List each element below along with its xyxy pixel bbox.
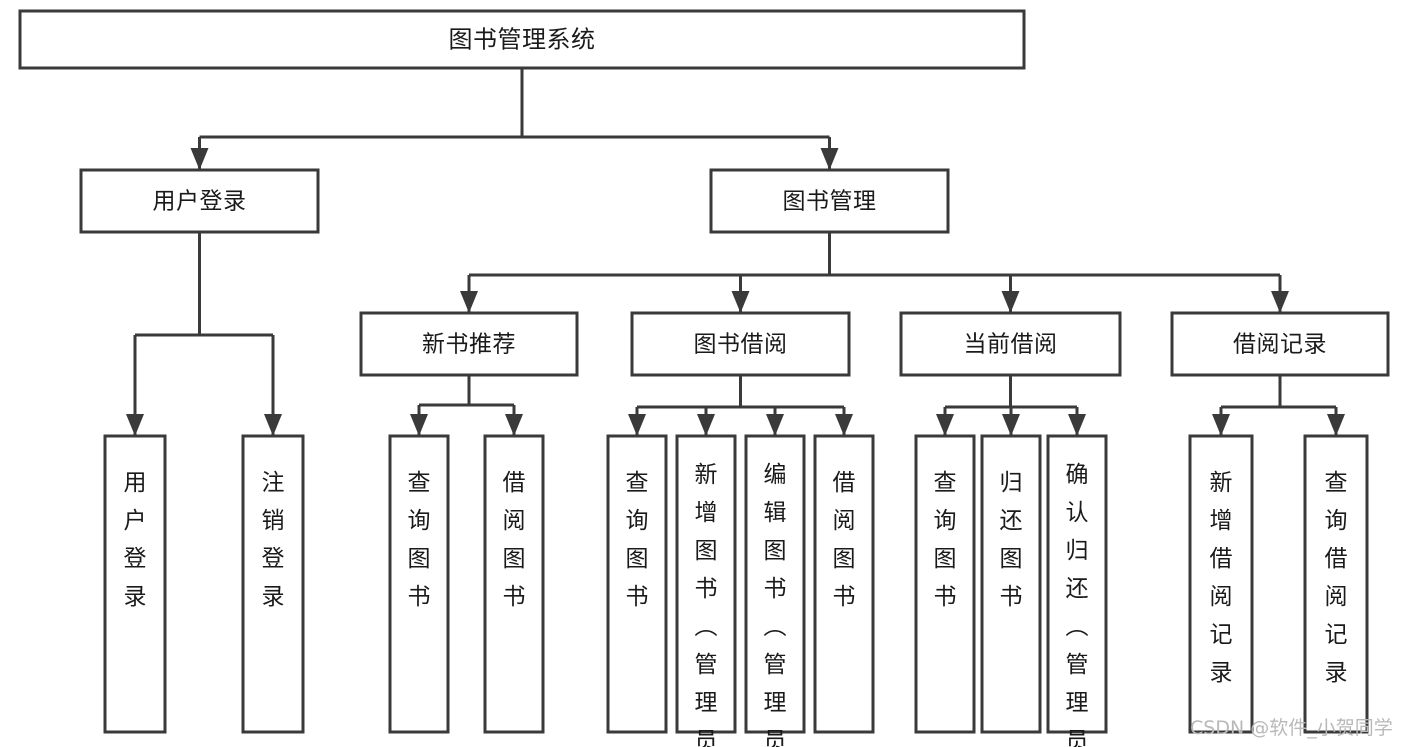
arrow-head-icon — [731, 291, 750, 313]
arrow-head-icon — [410, 414, 428, 436]
node-box-current-return-book[interactable] — [980, 434, 1042, 734]
node-label-new-book-recommend: 新书推荐 — [422, 332, 516, 358]
node-box-current-borrow[interactable] — [899, 311, 1122, 377]
node-label-book-manage: 图书管理 — [783, 189, 877, 215]
arrow-head-icon — [1001, 291, 1020, 313]
node-box-borrow-query-book[interactable] — [606, 434, 668, 734]
arrow-head-icon — [628, 414, 646, 436]
arrow-head-icon — [936, 414, 954, 436]
node-label-user-logout: 注销登录 — [262, 470, 285, 610]
node-box-recommend-borrow-book[interactable] — [483, 434, 545, 734]
node-label-borrow-add-book: 新增图书︵管理员︶ — [695, 462, 718, 747]
edge-current-to-children — [936, 375, 1086, 436]
node-label-borrow-borrow-book: 借阅图书 — [833, 470, 856, 610]
node-current-borrow[interactable]: 当前借阅 — [899, 311, 1122, 377]
node-book-borrow[interactable]: 图书借阅 — [630, 311, 851, 377]
edge-borrow-to-children — [628, 375, 853, 436]
node-recommend-query-book[interactable]: 查询图书 — [388, 434, 450, 734]
node-box-current-confirm-return[interactable] — [1046, 434, 1108, 734]
node-user-logout[interactable]: 注销登录 — [241, 434, 305, 734]
node-box-borrow-add-book[interactable] — [675, 434, 737, 734]
node-box-user-logout[interactable] — [241, 434, 305, 734]
node-user-login[interactable]: 用户登录 — [79, 168, 320, 234]
node-borrow-record[interactable]: 借阅记录 — [1170, 311, 1390, 377]
node-box-user-login[interactable] — [79, 168, 320, 234]
node-root[interactable]: 图书管理系统 — [18, 9, 1026, 70]
arrow-head-icon — [1327, 414, 1345, 436]
edge-record-to-children — [1212, 375, 1345, 436]
node-current-confirm-return[interactable]: 确认归还︵管理员︶ — [1046, 434, 1108, 747]
node-box-current-query-book[interactable] — [914, 434, 976, 734]
node-label-current-query-book: 查询图书 — [934, 470, 957, 610]
edge-book-manage-to-groups — [460, 232, 1289, 313]
connector-layer — [126, 68, 1345, 436]
arrow-head-icon — [1212, 414, 1230, 436]
arrow-head-icon — [190, 148, 209, 170]
node-record-query[interactable]: 查询借阅记录 — [1303, 434, 1369, 734]
node-box-recommend-query-book[interactable] — [388, 434, 450, 734]
node-layer: 图书管理系统用户登录用户登录注销登录图书管理新书推荐查询图书借阅图书图书借阅查询… — [18, 9, 1390, 747]
node-box-root[interactable] — [18, 9, 1026, 70]
node-label-current-confirm-return: 确认归还︵管理员︶ — [1066, 462, 1089, 747]
node-record-add[interactable]: 新增借阅记录 — [1188, 434, 1254, 734]
node-borrow-query-book[interactable]: 查询图书 — [606, 434, 668, 734]
arrow-head-icon — [460, 291, 478, 313]
node-box-book-manage[interactable] — [709, 168, 950, 234]
edge-user-login-to-children — [126, 232, 282, 436]
node-label-recommend-query-book: 查询图书 — [408, 470, 431, 610]
arrow-head-icon — [1002, 414, 1020, 436]
edge-recommend-to-children — [410, 375, 523, 436]
edge-root-to-level1 — [190, 68, 839, 170]
arrow-head-icon — [264, 414, 282, 436]
node-label-record-add: 新增借阅记录 — [1210, 470, 1233, 686]
node-box-borrow-record[interactable] — [1170, 311, 1390, 377]
node-box-record-add[interactable] — [1188, 434, 1254, 734]
node-label-book-borrow: 图书借阅 — [694, 332, 788, 358]
node-label-root: 图书管理系统 — [449, 26, 596, 54]
arrow-head-icon — [1068, 414, 1086, 436]
node-box-record-query[interactable] — [1303, 434, 1369, 734]
node-borrow-add-book[interactable]: 新增图书︵管理员︶ — [675, 434, 737, 747]
node-label-user-login: 用户登录 — [153, 189, 247, 215]
node-label-recommend-borrow-book: 借阅图书 — [503, 470, 526, 610]
node-box-borrow-borrow-book[interactable] — [813, 434, 875, 734]
node-label-record-query: 查询借阅记录 — [1325, 470, 1348, 686]
arrow-head-icon — [766, 414, 784, 436]
node-box-book-borrow[interactable] — [630, 311, 851, 377]
node-book-manage[interactable]: 图书管理 — [709, 168, 950, 234]
node-label-user-login-do: 用户登录 — [124, 470, 147, 610]
arrow-head-icon — [820, 148, 839, 170]
arrow-head-icon — [697, 414, 715, 436]
node-label-current-borrow: 当前借阅 — [964, 332, 1058, 358]
node-borrow-edit-book[interactable]: 编辑图书︵管理员︶ — [744, 434, 806, 747]
node-label-borrow-edit-book: 编辑图书︵管理员︶ — [764, 462, 787, 747]
node-user-login-do[interactable]: 用户登录 — [103, 434, 167, 734]
node-label-borrow-record: 借阅记录 — [1233, 332, 1327, 358]
arrow-head-icon — [835, 414, 853, 436]
node-label-borrow-query-book: 查询图书 — [626, 470, 649, 610]
node-recommend-borrow-book[interactable]: 借阅图书 — [483, 434, 545, 734]
node-label-current-return-book: 归还图书 — [1000, 470, 1023, 610]
arrow-head-icon — [126, 414, 144, 436]
node-current-return-book[interactable]: 归还图书 — [980, 434, 1042, 734]
arrow-head-icon — [1271, 291, 1289, 313]
node-current-query-book[interactable]: 查询图书 — [914, 434, 976, 734]
arrow-head-icon — [505, 414, 523, 436]
node-box-borrow-edit-book[interactable] — [744, 434, 806, 734]
node-box-new-book-recommend[interactable] — [359, 311, 579, 377]
node-new-book-recommend[interactable]: 新书推荐 — [359, 311, 579, 377]
node-box-user-login-do[interactable] — [103, 434, 167, 734]
node-borrow-borrow-book[interactable]: 借阅图书 — [813, 434, 875, 734]
